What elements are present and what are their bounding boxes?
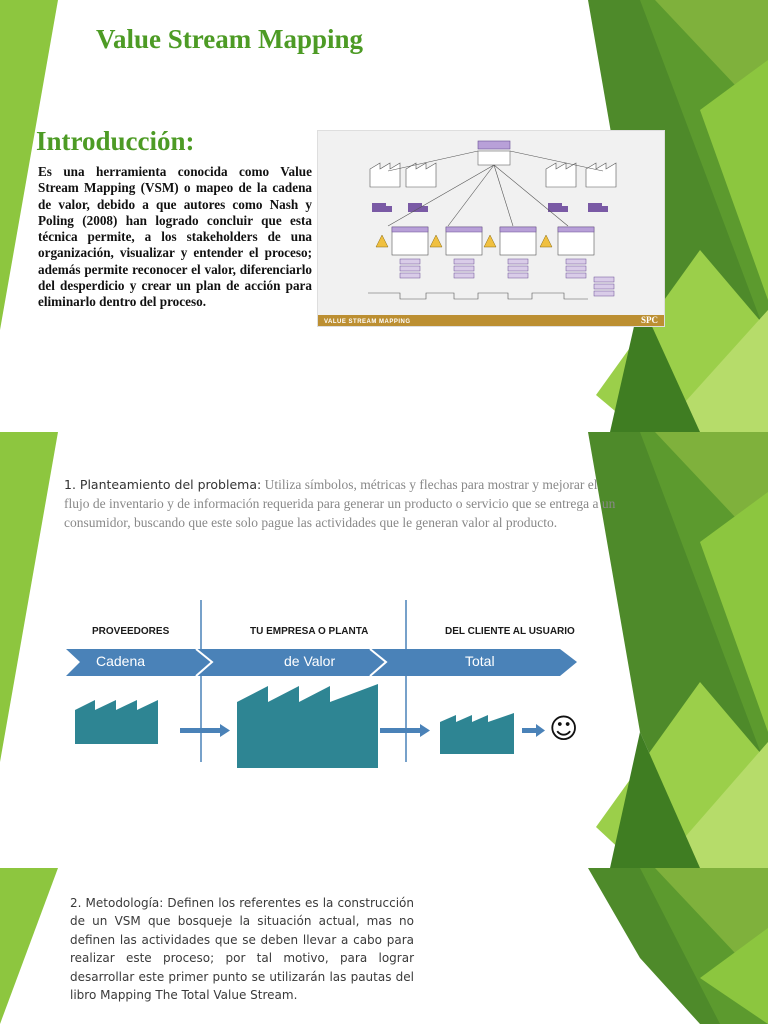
problem-lead: 1. Planteamiento del problema: (64, 477, 262, 492)
section-heading: Introducción: (36, 126, 195, 156)
arrow-1 (180, 728, 220, 733)
image-banner (318, 315, 664, 326)
chevron-cadena (66, 649, 212, 676)
spc-logo: SPC (640, 315, 658, 325)
arrow-2 (380, 728, 420, 733)
chevron-label-de-valor: de Valor (284, 653, 336, 669)
slide-introduccion: Value Stream Mapping Introducción: Es un… (0, 0, 768, 432)
smiley-icon: ☺ (549, 712, 579, 745)
factory-cliente (440, 713, 514, 754)
slide-metodologia: 2. Metodología: Definen los referentes e… (0, 868, 768, 1024)
arrow-3 (522, 728, 536, 733)
vsm-diagram-image: VALUE STREAM MAPPING SPC (317, 130, 665, 327)
arrow-3-head (536, 724, 545, 737)
problem-paragraph: 1. Planteamiento del problema: Utiliza s… (64, 475, 616, 532)
chevron-total (370, 649, 577, 676)
problem-body: Utiliza símbolos, métricas y flechas par… (64, 477, 616, 530)
factory-empresa (237, 684, 378, 768)
factory-proveedores (75, 700, 158, 744)
chevron-label-cadena: Cadena (96, 653, 146, 669)
page-title: Value Stream Mapping (96, 24, 364, 54)
header-cliente: DEL CLIENTE AL USUARIO (445, 626, 575, 637)
slide-planteamiento: 1. Planteamiento del problema: Utiliza s… (0, 432, 768, 868)
image-banner-text: VALUE STREAM MAPPING (324, 319, 411, 325)
intro-paragraph: Es una herramienta conocida como Value S… (38, 164, 312, 310)
chevron-label-total: Total (465, 653, 495, 669)
value-chain-diagram (66, 600, 577, 768)
vsm-diagram-drawing (368, 140, 617, 300)
header-proveedores: PROVEEDORES (92, 626, 170, 637)
header-empresa: TU EMPRESA O PLANTA (250, 626, 369, 637)
methodology-paragraph: 2. Metodología: Definen los referentes e… (70, 896, 414, 1003)
chevron-de-valor (196, 649, 386, 676)
arrow-1-head (220, 724, 230, 737)
arrow-2-head (420, 724, 430, 737)
